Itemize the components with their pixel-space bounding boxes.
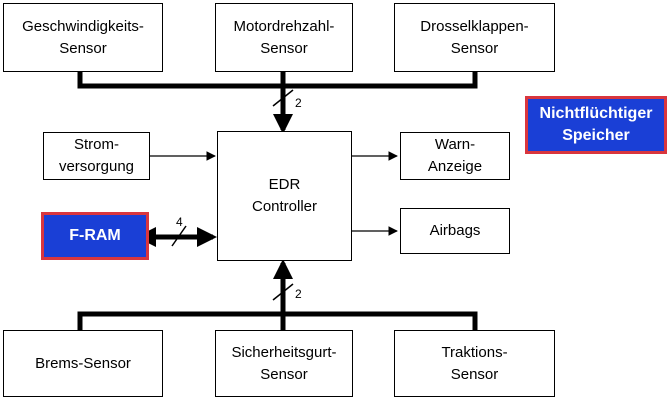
fram-box: F-RAM	[41, 212, 149, 260]
top-bus-width-label: 2	[295, 96, 302, 110]
bottom-bus-width-label: 2	[295, 287, 302, 301]
speed-sensor-box: Geschwindigkeits- Sensor	[3, 3, 163, 72]
traction-sensor-box: Traktions- Sensor	[394, 330, 555, 397]
fram-bus-width-label: 4	[176, 215, 183, 229]
brake-sensor-box: Brems-Sensor	[3, 330, 163, 397]
throttle-sensor-box: Drosselklappen- Sensor	[394, 3, 555, 72]
warning-display-box: Warn- Anzeige	[400, 132, 510, 180]
rpm-sensor-box: Motordrehzahl- Sensor	[215, 3, 353, 72]
fram-bus	[136, 225, 217, 247]
power-supply-box: Strom- versorgung	[43, 132, 150, 180]
bottom-sensor-bus	[77, 259, 478, 330]
edr-controller-box: EDR Controller	[217, 131, 352, 261]
seatbelt-sensor-box: Sicherheitsgurt- Sensor	[215, 330, 353, 397]
non-volatile-memory-box: Nichtflüchtiger Speicher	[525, 96, 667, 154]
airbags-box: Airbags	[400, 208, 510, 254]
top-sensor-bus	[77, 72, 478, 134]
